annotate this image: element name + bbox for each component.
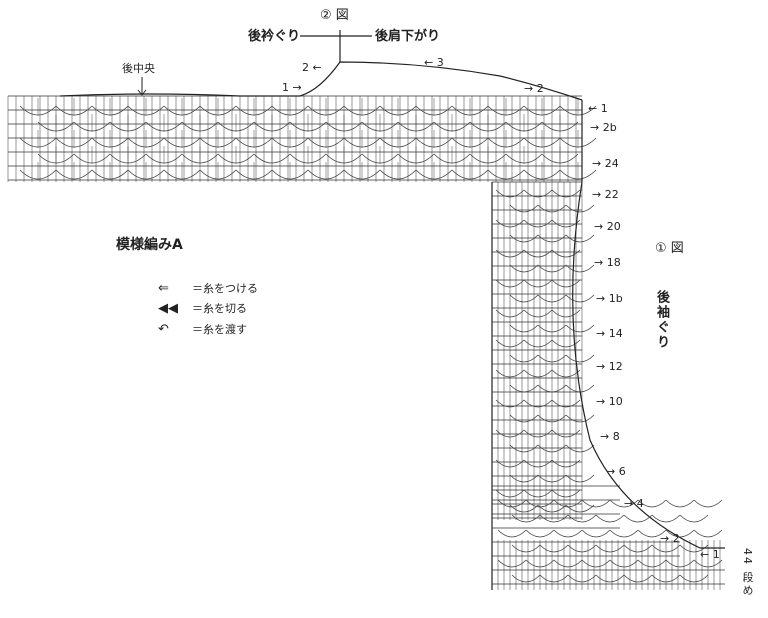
- row-number-label: → 12: [596, 360, 623, 373]
- carry-yarn-icon: ↶: [158, 321, 169, 337]
- top-marker-three: ← 3: [424, 56, 444, 69]
- back-neck-label: 後衿ぐり: [248, 29, 301, 44]
- legend-join-yarn: ⇐ ＝糸をつける: [158, 280, 258, 296]
- row-number-label: → 8: [600, 430, 620, 443]
- row-number-label: → 4: [624, 497, 644, 510]
- row-number-label: ← 1: [588, 102, 608, 115]
- center-back-label: 後中央: [122, 62, 155, 75]
- row-number-label: → 18: [594, 256, 621, 269]
- top-marker-left-two: 2 ←: [302, 61, 322, 74]
- armhole-label: 後袖ぐり: [654, 290, 669, 350]
- top-marker-left-one: 1 →: [282, 81, 302, 94]
- row-number-label: → 24: [592, 157, 619, 170]
- fan-stitch-pattern: [19, 98, 723, 583]
- row-number-label: → 20: [594, 220, 621, 233]
- figure2-label: ② 図: [320, 8, 349, 23]
- cut-yarn-icon: ◀◀: [158, 300, 178, 316]
- legend-text: ＝糸をつける: [192, 282, 258, 295]
- legend-cut-yarn: ◀◀ ＝糸を切る: [158, 300, 247, 316]
- legend-carry-yarn: ↶ ＝糸を渡す: [158, 321, 247, 337]
- row-number-label: → 2b: [590, 121, 617, 134]
- row-number-label: → 22: [592, 188, 619, 201]
- chart-grid: [7, 95, 725, 590]
- bottom-row-label: 44 段め: [741, 548, 754, 598]
- chart-edges: [59, 30, 725, 590]
- row-number-label: → 2: [660, 532, 680, 545]
- legend-text: ＝糸を渡す: [192, 323, 247, 336]
- shoulder-label: 後肩下がり: [375, 29, 441, 44]
- figure1-label: ① 図: [655, 241, 684, 256]
- row-number-label: ← 1: [700, 548, 720, 561]
- join-yarn-icon: ⇐: [158, 280, 169, 296]
- row-number-label: → 10: [596, 395, 623, 408]
- row-number-label: → 6: [606, 465, 626, 478]
- legend-text: ＝糸を切る: [192, 302, 247, 315]
- row-arrows: [137, 77, 147, 96]
- row-number-label: → 1b: [596, 292, 623, 305]
- top-marker-right-two: → 2: [524, 82, 544, 95]
- pattern-title: 模様編みA: [116, 237, 183, 253]
- row-number-label: → 14: [596, 327, 623, 340]
